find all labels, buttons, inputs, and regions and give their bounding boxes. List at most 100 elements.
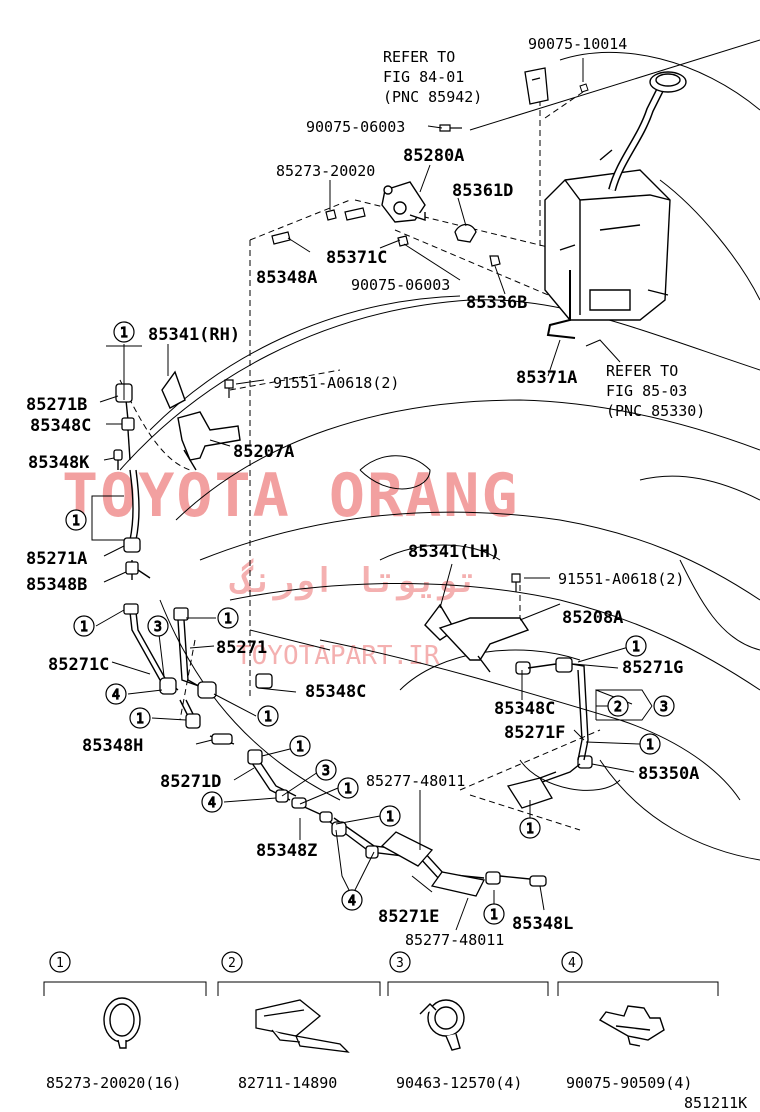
legend-item-1: 1 85273-20020(16) bbox=[43, 951, 207, 1092]
svg-text:1: 1 bbox=[264, 710, 272, 725]
svg-text:1: 1 bbox=[120, 326, 128, 341]
part-label-85361d: 85361D bbox=[452, 181, 513, 201]
svg-text:2: 2 bbox=[614, 700, 622, 715]
svg-text:2: 2 bbox=[228, 956, 236, 971]
part-label-85341-lh: 85341(LH) bbox=[408, 542, 500, 562]
callout-3: 3 bbox=[315, 759, 337, 781]
svg-text:1: 1 bbox=[80, 620, 88, 635]
refer-line-3: (PNC 85330) bbox=[606, 402, 705, 420]
svg-text:3: 3 bbox=[154, 620, 162, 635]
svg-text:3: 3 bbox=[660, 700, 668, 715]
part-label-85271c: 85271C bbox=[48, 655, 109, 675]
svg-text:3: 3 bbox=[396, 956, 404, 971]
legend-part-90075-90509: 90075-90509(4) bbox=[566, 1074, 692, 1092]
part-label-85271e: 85271E bbox=[378, 907, 439, 927]
svg-text:1: 1 bbox=[56, 956, 64, 971]
joint-85350a bbox=[506, 771, 557, 809]
refer-note-85-03: REFER TO FIG 85-03 (PNC 85330) bbox=[606, 362, 705, 420]
valve-85280a bbox=[381, 181, 426, 223]
callout-1: 1 bbox=[129, 707, 151, 729]
callout-2: 2 bbox=[607, 695, 629, 717]
callout-1: 1 bbox=[217, 607, 239, 629]
nozzle-lh bbox=[424, 603, 530, 673]
part-label-85271b: 85271B bbox=[26, 395, 87, 415]
legend: 1 85273-20020(16) 2 82711-14890 3 bbox=[43, 951, 719, 1092]
watermark-site: TOYOTAPART.IR bbox=[236, 641, 440, 671]
small-fasteners bbox=[224, 124, 521, 592]
callout-3: 3 bbox=[147, 615, 169, 637]
part-label-85348c: 85348C bbox=[494, 699, 555, 719]
callout-1: 1 bbox=[639, 733, 661, 755]
clip-85361d bbox=[454, 223, 477, 243]
bracket-84-01 bbox=[524, 67, 549, 105]
svg-text:1: 1 bbox=[136, 712, 144, 727]
part-label-85271d: 85271D bbox=[160, 772, 221, 792]
callout-4: 4 bbox=[341, 889, 363, 911]
part-label-85348a: 85348A bbox=[256, 268, 317, 288]
sleeves-85277 bbox=[380, 831, 485, 897]
svg-text:1: 1 bbox=[296, 740, 304, 755]
callout-1: 1 bbox=[73, 615, 95, 637]
callout-1: 1 bbox=[65, 509, 87, 531]
part-label-85336b: 85336B bbox=[466, 293, 527, 313]
callout-brackets bbox=[106, 345, 653, 721]
part-label-85271: 85271 bbox=[216, 638, 267, 658]
refer-line-2: FIG 84-01 bbox=[383, 68, 464, 86]
part-label-90075-06003: 90075-06003 bbox=[351, 276, 450, 294]
refer-line-2: FIG 85-03 bbox=[606, 382, 687, 400]
part-label-85350a: 85350A bbox=[638, 764, 699, 784]
clip-icon bbox=[598, 1005, 665, 1047]
part-labels: 90075-10014 90075-06003 85280A 85273-200… bbox=[26, 35, 699, 949]
part-label-85348b: 85348B bbox=[26, 575, 87, 595]
callout-4: 4 bbox=[201, 791, 223, 813]
part-label-85208a: 85208A bbox=[562, 608, 623, 628]
part-label-85280a: 85280A bbox=[403, 146, 464, 166]
refer-note-84-01: REFER TO FIG 84-01 (PNC 85942) bbox=[383, 48, 482, 106]
part-label-91551-a0618: 91551-A0618(2) bbox=[558, 570, 684, 588]
part-label-85348c: 85348C bbox=[305, 682, 366, 702]
part-label-85277-48011: 85277-48011 bbox=[405, 931, 504, 949]
callout-1: 1 bbox=[379, 805, 401, 827]
label-leaders bbox=[91, 58, 641, 931]
part-label-90075-06003: 90075-06003 bbox=[306, 118, 405, 136]
part-label-85371c: 85371C bbox=[326, 248, 387, 268]
callout-1: 1 bbox=[257, 705, 279, 727]
part-label-85271a: 85271A bbox=[26, 549, 87, 569]
pipe-85371a bbox=[546, 270, 576, 339]
svg-text:1: 1 bbox=[526, 822, 534, 837]
callout-1: 1 bbox=[337, 777, 359, 799]
svg-text:4: 4 bbox=[112, 688, 120, 703]
hose-connectors bbox=[113, 383, 593, 887]
svg-text:1: 1 bbox=[386, 810, 394, 825]
washer-tank bbox=[544, 71, 687, 321]
clamp-icon bbox=[103, 997, 141, 1049]
svg-text:1: 1 bbox=[632, 640, 640, 655]
part-label-85207a: 85207A bbox=[233, 442, 294, 462]
legend-part-85273-20020: 85273-20020(16) bbox=[46, 1074, 181, 1092]
part-label-85277-48011: 85277-48011 bbox=[366, 772, 465, 790]
svg-text:4: 4 bbox=[348, 894, 356, 909]
svg-text:4: 4 bbox=[568, 956, 576, 971]
part-label-91551-a0618: 91551-A0618(2) bbox=[273, 374, 399, 392]
legend-item-3: 3 90463-12570(4) bbox=[387, 951, 549, 1092]
callout-4: 4 bbox=[105, 683, 127, 705]
refer-line-1: REFER TO bbox=[606, 362, 678, 380]
callout-1: 1 bbox=[483, 903, 505, 925]
callout-3: 3 bbox=[653, 695, 675, 717]
callout-1: 1 bbox=[625, 635, 647, 657]
hose-clamp-icon bbox=[419, 999, 465, 1051]
part-label-85371a: 85371A bbox=[516, 368, 577, 388]
figure-code: 851211K bbox=[684, 1094, 747, 1112]
part-label-85348l: 85348L bbox=[512, 914, 573, 934]
svg-text:1: 1 bbox=[646, 738, 654, 753]
callout-1: 1 bbox=[289, 735, 311, 757]
legend-part-82711-14890: 82711-14890 bbox=[238, 1074, 337, 1092]
part-label-85348z: 85348Z bbox=[256, 841, 317, 861]
svg-text:4: 4 bbox=[208, 796, 216, 811]
part-label-85341-rh: 85341(RH) bbox=[148, 325, 240, 345]
legend-item-4: 4 90075-90509(4) bbox=[557, 951, 719, 1092]
refer-line-1: REFER TO bbox=[383, 48, 455, 66]
svg-text:1: 1 bbox=[490, 908, 498, 923]
part-label-85348h: 85348H bbox=[82, 736, 143, 756]
